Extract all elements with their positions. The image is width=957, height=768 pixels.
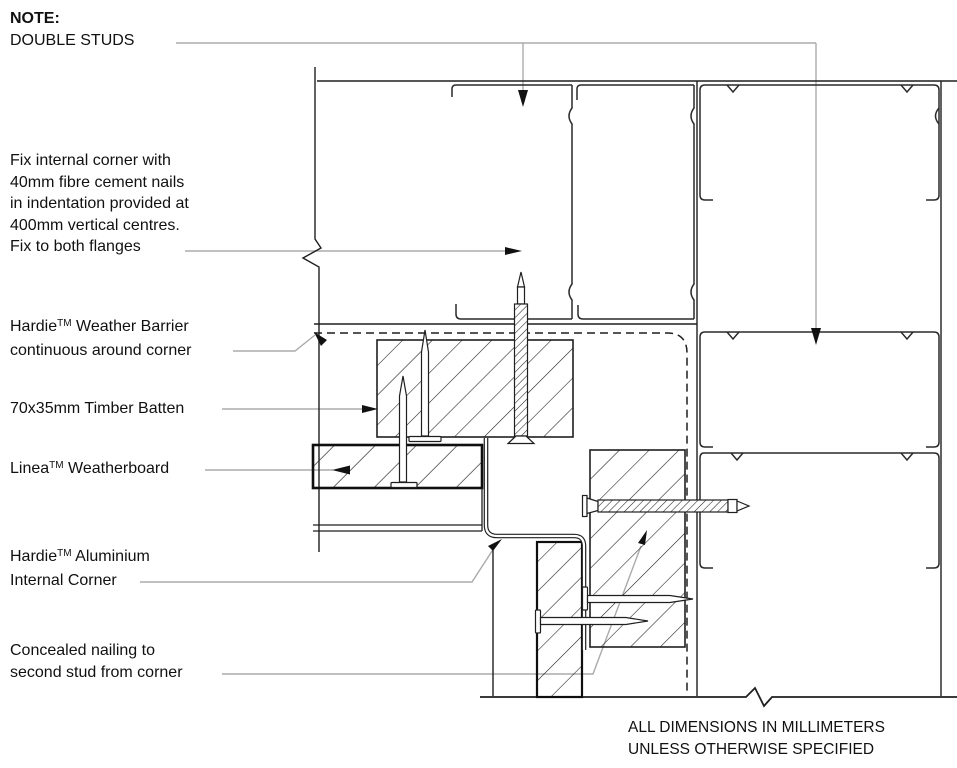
brand-linea: Linea: [10, 460, 50, 477]
bottom-cut-line-with-break: [480, 686, 957, 708]
top-wall-stud-2: [576, 84, 695, 320]
label-weather-barrier-rest: Weather Barrier: [71, 318, 189, 335]
arrow-timber-batten: [362, 405, 378, 413]
weatherboard-lap-lines: [313, 488, 483, 532]
brand-hardie: Hardie: [10, 548, 58, 565]
arrow-double-studs-1: [518, 90, 528, 107]
weatherboard-fixing-nail: [390, 375, 418, 489]
top-wall-stud-1: [451, 84, 573, 320]
label-aluminium-line2: Internal Corner: [10, 572, 117, 589]
label-concealed-nailing: Concealed nailing to second stud from co…: [10, 642, 183, 681]
batten-fixing-nail: [408, 329, 442, 443]
right-wall-stud-1: [699, 331, 940, 448]
label-aluminium-corner: HardieTM Aluminium Internal Corner: [10, 546, 150, 592]
brand-hardie: Hardie: [10, 318, 58, 335]
batten-screw-vertical: [506, 271, 536, 445]
weather-barrier-line: [314, 332, 688, 695]
timber-batten-right: [589, 449, 686, 648]
leader-double-studs: [176, 42, 817, 329]
board-nail-horizontal: [534, 609, 649, 634]
wall-lines: [301, 67, 957, 708]
label-weather-barrier: HardieTM Weather Barrier continuous arou…: [10, 316, 191, 362]
batten-screw-horizontal: [581, 494, 751, 518]
aluminium-internal-corner-profile: [483, 438, 587, 650]
timber-battens: [376, 339, 686, 648]
label-fix-internal-corner: Fix internal corner with 40mm fibre ceme…: [10, 152, 189, 255]
right-wall-stud-2: [699, 452, 940, 569]
trademark-sup: TM: [57, 548, 72, 559]
arrow-fix-internal: [505, 247, 522, 255]
label-weatherboard: LineaTM Weatherboard: [10, 458, 169, 482]
arrow-double-studs-2: [811, 328, 821, 345]
arrow-concealed-nailing: [638, 530, 647, 545]
leader-aluminium-corner: [140, 547, 495, 583]
left-cut-line-with-break: [301, 67, 323, 552]
trademark-sup: TM: [49, 460, 64, 471]
right-wall-corner-stud: [699, 84, 940, 201]
label-weather-barrier-line2: continuous around corner: [10, 342, 192, 359]
leader-weather-barrier: [233, 334, 316, 352]
linea-weatherboard-section: [311, 443, 484, 490]
trademark-sup: TM: [57, 318, 72, 329]
label-timber-batten: 70x35mm Timber Batten: [10, 400, 185, 417]
arrow-aluminium-corner: [488, 539, 502, 551]
concealed-nail: [581, 586, 694, 611]
fasteners: [390, 271, 751, 634]
label-weatherboard-rest: Weatherboard: [63, 460, 170, 477]
label-aluminium-rest: Aluminium: [71, 548, 150, 565]
dimensions-note: ALL DIMENSIONS IN MILLIMETERS UNLESS OTH…: [628, 719, 885, 758]
timber-batten-top: [376, 339, 574, 438]
leader-arrowheads: [314, 90, 821, 551]
arrow-weatherboard: [332, 465, 350, 475]
weatherboards: [311, 443, 584, 699]
note-title: NOTE:: [10, 10, 60, 27]
note-double-studs: DOUBLE STUDS: [10, 32, 135, 49]
arrow-weather-barrier: [314, 332, 327, 346]
